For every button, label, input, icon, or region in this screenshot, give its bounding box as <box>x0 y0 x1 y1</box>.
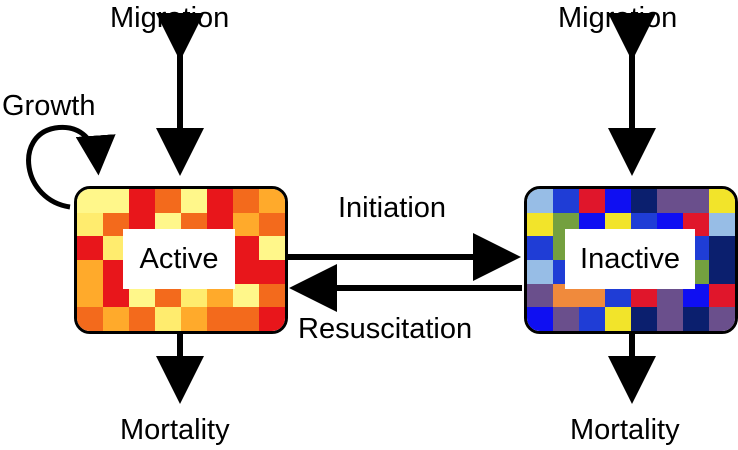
mosaic-tile <box>259 212 285 237</box>
inactive-label: Inactive <box>565 229 695 289</box>
mosaic-tile <box>709 283 735 308</box>
inactive-node: Inactive <box>524 186 738 334</box>
mosaic-tile <box>683 283 709 308</box>
mosaic-tile <box>259 189 285 213</box>
mosaic-tile <box>77 236 103 260</box>
mosaic-tile <box>259 283 285 308</box>
mosaic-tile <box>259 307 285 331</box>
mosaic-tile <box>129 283 155 308</box>
migration-right-label: Migration <box>558 2 678 34</box>
mosaic-tile <box>77 307 103 331</box>
mosaic-tile <box>155 189 181 213</box>
mosaic-tile <box>233 212 259 237</box>
mosaic-tile <box>233 259 259 284</box>
mosaic-tile <box>553 189 579 213</box>
mosaic-tile <box>527 307 553 331</box>
mosaic-tile <box>605 307 631 331</box>
migration-left-label: Migration <box>110 2 230 34</box>
mosaic-tile <box>207 307 233 331</box>
mosaic-tile <box>77 212 103 237</box>
mosaic-tile <box>77 259 103 284</box>
mosaic-tile <box>207 189 233 213</box>
mosaic-tile <box>155 307 181 331</box>
mortality-left-label: Mortality <box>120 414 230 446</box>
mosaic-tile <box>129 189 155 213</box>
mosaic-tile <box>259 259 285 284</box>
mosaic-tile <box>709 236 735 260</box>
mosaic-tile <box>631 307 657 331</box>
mosaic-tile <box>77 189 103 213</box>
mosaic-tile <box>605 189 631 213</box>
resuscitation-label: Resuscitation <box>298 313 473 345</box>
mosaic-tile <box>527 212 553 237</box>
mosaic-tile <box>233 236 259 260</box>
mosaic-tile <box>579 189 605 213</box>
initiation-label: Initiation <box>338 192 447 224</box>
mosaic-tile <box>103 307 129 331</box>
mosaic-tile <box>605 283 631 308</box>
mortality-right-label: Mortality <box>570 414 680 446</box>
mosaic-tile <box>579 283 605 308</box>
mosaic-tile <box>181 189 207 213</box>
mosaic-tile <box>527 189 553 213</box>
mosaic-tile <box>527 236 553 260</box>
mosaic-tile <box>259 236 285 260</box>
mosaic-tile <box>683 307 709 331</box>
active-node: Active <box>74 186 288 334</box>
mosaic-tile <box>233 189 259 213</box>
mosaic-tile <box>103 212 129 237</box>
mosaic-tile <box>657 283 683 308</box>
mosaic-tile <box>181 307 207 331</box>
mosaic-tile <box>709 212 735 237</box>
mosaic-tile <box>553 307 579 331</box>
mosaic-tile <box>631 283 657 308</box>
mosaic-tile <box>103 259 129 284</box>
mosaic-tile <box>77 283 103 308</box>
mosaic-tile <box>155 283 181 308</box>
mosaic-tile <box>683 189 709 213</box>
mosaic-tile <box>709 259 735 284</box>
mosaic-tile <box>579 307 605 331</box>
active-label: Active <box>123 229 235 289</box>
mosaic-tile <box>233 283 259 308</box>
mosaic-tile <box>657 189 683 213</box>
mosaic-tile <box>709 307 735 331</box>
mosaic-tile <box>181 283 207 308</box>
mosaic-tile <box>657 307 683 331</box>
mosaic-tile <box>709 189 735 213</box>
mosaic-tile <box>233 307 259 331</box>
mosaic-tile <box>103 189 129 213</box>
mosaic-tile <box>553 283 579 308</box>
mosaic-tile <box>207 283 233 308</box>
mosaic-tile <box>631 189 657 213</box>
growth-label: Growth <box>2 90 96 122</box>
growth-loop-arrow <box>26 124 116 210</box>
mosaic-tile <box>129 307 155 331</box>
mosaic-tile <box>527 283 553 308</box>
mosaic-tile <box>103 283 129 308</box>
mosaic-tile <box>103 236 129 260</box>
mosaic-tile <box>527 259 553 284</box>
